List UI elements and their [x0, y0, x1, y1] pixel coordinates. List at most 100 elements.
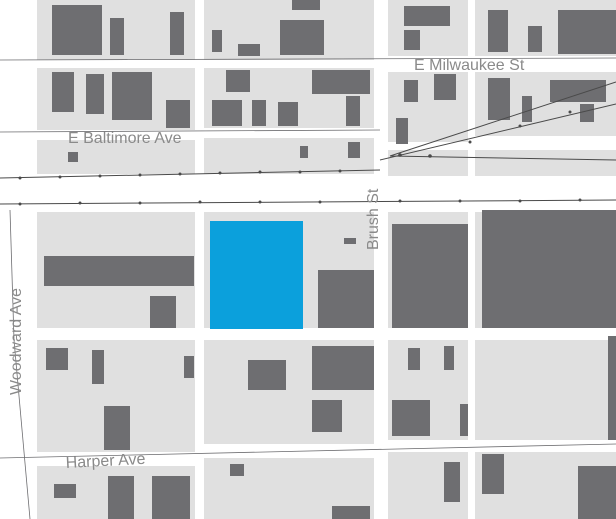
- rail-tick: [138, 173, 142, 177]
- street-line: [0, 129, 381, 133]
- building: [312, 346, 374, 390]
- rail-tick: [518, 199, 522, 203]
- building: [104, 406, 130, 450]
- street-label-e-baltimore: E Baltimore Ave: [68, 130, 182, 147]
- building: [580, 104, 594, 122]
- building: [280, 20, 324, 55]
- street-label-woodward: Woodward Ave: [8, 288, 25, 395]
- building: [348, 142, 360, 158]
- building: [92, 350, 104, 384]
- building: [110, 18, 124, 55]
- rail-tick: [458, 199, 462, 203]
- street-line: [9, 209, 15, 341]
- building: [312, 400, 342, 432]
- building: [108, 476, 134, 519]
- building: [488, 78, 510, 120]
- rail-tick: [298, 170, 302, 174]
- building: [278, 102, 298, 126]
- building: [332, 506, 370, 519]
- street-line: [0, 443, 616, 459]
- building: [300, 146, 308, 158]
- railway-line: [0, 169, 381, 179]
- building: [226, 70, 250, 92]
- building: [44, 256, 194, 286]
- railway-line: [389, 81, 616, 157]
- building: [396, 118, 408, 144]
- railway-line: [379, 103, 616, 161]
- building: [482, 210, 616, 328]
- buildings: [44, 0, 616, 519]
- building: [482, 454, 504, 494]
- building: [522, 96, 532, 122]
- building: [318, 270, 374, 328]
- building: [312, 70, 370, 94]
- rail-tick: [218, 171, 222, 175]
- building: [404, 80, 418, 102]
- highlighted-site: [210, 221, 303, 329]
- rail-tick: [198, 200, 202, 204]
- street-line: [13, 339, 31, 519]
- rail-tick: [178, 172, 182, 176]
- building: [488, 10, 508, 52]
- building: [608, 336, 616, 440]
- building: [238, 44, 260, 56]
- rail-tick: [398, 153, 402, 157]
- rail-tick: [398, 199, 402, 203]
- building: [392, 400, 430, 436]
- building: [230, 464, 244, 476]
- building: [528, 26, 542, 52]
- parcel: [475, 340, 616, 440]
- building: [404, 30, 420, 50]
- rail-tick: [338, 169, 342, 173]
- rail-tick: [258, 200, 262, 204]
- building: [166, 100, 190, 128]
- building: [460, 404, 468, 436]
- building: [184, 356, 194, 378]
- building: [392, 224, 468, 328]
- rail-tick: [78, 201, 82, 205]
- parcel: [475, 150, 616, 176]
- building: [404, 6, 450, 26]
- building: [248, 360, 286, 390]
- street-label-brush: Brush St: [365, 188, 382, 250]
- building: [152, 476, 190, 519]
- building: [68, 152, 78, 162]
- railway-ticks: [18, 110, 582, 206]
- building: [346, 96, 360, 126]
- building: [252, 100, 266, 126]
- parcel: [37, 140, 195, 174]
- building: [112, 72, 152, 120]
- building: [444, 346, 454, 370]
- rail-tick: [58, 175, 62, 179]
- rail-tick: [18, 176, 22, 180]
- rail-tick: [258, 170, 262, 174]
- street-lines: [0, 57, 616, 519]
- building: [292, 0, 320, 10]
- rail-tick: [98, 174, 102, 178]
- building: [212, 100, 242, 126]
- rail-tick: [518, 124, 522, 128]
- rail-tick: [18, 202, 22, 206]
- railway-line: [389, 155, 616, 161]
- building: [86, 74, 104, 114]
- street-line: [0, 57, 616, 61]
- rail-tick: [318, 200, 322, 204]
- building: [170, 12, 184, 55]
- building: [344, 238, 356, 244]
- building: [550, 80, 606, 102]
- building: [212, 30, 222, 52]
- building: [444, 462, 460, 502]
- building: [434, 74, 456, 100]
- railway-line: [0, 199, 616, 205]
- rail-tick: [468, 140, 472, 144]
- rail-tick: [428, 154, 432, 158]
- building: [46, 348, 68, 370]
- building: [408, 348, 420, 370]
- parcel: [204, 138, 374, 174]
- building: [578, 466, 616, 519]
- street-label-harper: Harper Ave: [65, 451, 146, 472]
- rail-tick: [138, 201, 142, 205]
- building: [52, 72, 74, 112]
- building: [150, 296, 176, 328]
